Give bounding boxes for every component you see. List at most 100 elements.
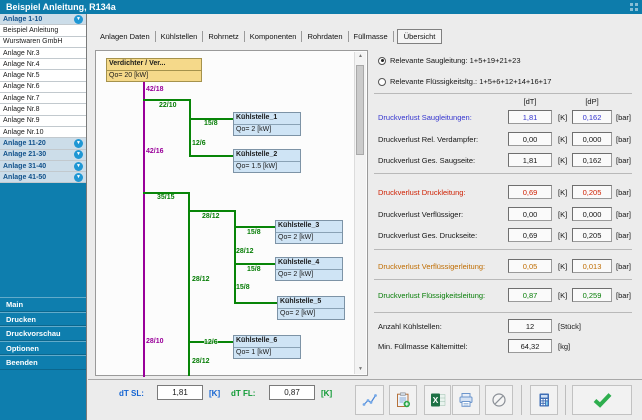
- report-button[interactable]: [389, 385, 417, 415]
- radio-relevante-fluessigkeitsltg[interactable]: Relevante Flüssigkeitsltg.: 1+5+6+12+14+…: [378, 77, 551, 86]
- tab-anlagen-daten[interactable]: Anlagen Daten: [95, 30, 156, 42]
- cancel-button[interactable]: [485, 385, 513, 415]
- tab-kuehlstellen[interactable]: Kühlstellen: [156, 30, 204, 42]
- radio-selected-icon[interactable]: [378, 56, 386, 65]
- pipe-label: 12/6: [192, 140, 206, 147]
- sidebar-item-beispiel-anleitung[interactable]: Beispiel Anleitung: [0, 25, 86, 37]
- node-kuehlstelle-2[interactable]: Kühlstelle_2 Qo= 1.5 [kW]: [233, 149, 301, 173]
- divider: [374, 93, 632, 94]
- sidebar-menu-druckvorschau[interactable]: Druckvorschau: [0, 326, 86, 341]
- sidebar-menu-main[interactable]: Main: [0, 297, 86, 312]
- node-title: Kühlstelle_5: [278, 297, 344, 309]
- ok-button[interactable]: [572, 385, 632, 415]
- scroll-down-icon[interactable]: ▼: [358, 366, 363, 372]
- node-title: Kühlstelle_6: [234, 336, 300, 348]
- result-row-label: Druckverlust Flüssigkeitsleitung:: [378, 291, 486, 300]
- pipe-label: 12/6: [204, 339, 218, 346]
- expand-icon[interactable]: ▼: [74, 14, 83, 24]
- node-verdichter[interactable]: Verdichter / Ver... Qo= 20 [kW]: [106, 58, 202, 82]
- expand-icon[interactable]: ▼: [74, 138, 83, 148]
- sidebar-item-anlage-11-20[interactable]: Anlage 11-20▼: [0, 138, 86, 150]
- tab-komponenten[interactable]: Komponenten: [245, 30, 303, 42]
- sidebar-item-label: Anlage 31-40: [3, 162, 47, 170]
- scroll-up-icon[interactable]: ▲: [358, 53, 363, 59]
- sidebar-item-anlage-nr9[interactable]: Anlage Nr.9: [0, 115, 86, 127]
- excel-export-button[interactable]: X: [424, 385, 451, 415]
- sidebar-menu-drucken[interactable]: Drucken: [0, 311, 86, 326]
- calculator-button[interactable]: [530, 385, 558, 415]
- sidebar-item-label: Anlage Nr.5: [3, 72, 40, 80]
- pipe-label: 15/8: [236, 284, 250, 291]
- unit-label: [K]: [558, 262, 568, 271]
- node-kuehlstelle-6[interactable]: Kühlstelle_6 Qo= 1 [kW]: [233, 335, 301, 359]
- sidebar-item-anlage-nr4[interactable]: Anlage Nr.4: [0, 59, 86, 71]
- sidebar-item-anlage-31-40[interactable]: Anlage 31-40 ▼: [0, 160, 86, 173]
- tab-rohrdaten[interactable]: Rohrdaten: [302, 30, 349, 42]
- svg-text:X: X: [432, 395, 438, 405]
- chart-button[interactable]: [355, 385, 384, 415]
- clipboard-add-icon: [397, 392, 410, 408]
- dt-sl-input[interactable]: 1,81: [157, 385, 203, 400]
- sidebar-menu-beenden[interactable]: Beenden: [0, 355, 86, 370]
- unit-label: [bar]: [616, 262, 632, 271]
- node-kuehlstelle-5[interactable]: Kühlstelle_5 Qo= 2 [kW]: [277, 296, 345, 320]
- unit-label: [K]: [558, 291, 568, 300]
- result-row-label: Druckverlust Verflüssiger:: [378, 210, 464, 219]
- node-kuehlstelle-4[interactable]: Kühlstelle_4 Qo= 2 [kW]: [275, 257, 343, 281]
- divider: [88, 379, 642, 380]
- sidebar-item-anlage-nr7[interactable]: Anlage Nr.7: [0, 93, 86, 105]
- radio-unselected-icon[interactable]: [378, 77, 386, 86]
- pipe-line: [143, 192, 188, 194]
- sidebar-item-anlage-nr10[interactable]: Anlage Nr.10: [0, 126, 86, 139]
- sidebar-item-label: Anlage 21-30: [3, 151, 47, 159]
- sidebar-item-label: Anlage Nr.6: [3, 83, 40, 91]
- sidebar-item-label: Anlage Nr.3: [3, 49, 40, 57]
- expand-icon[interactable]: ▼: [74, 172, 83, 182]
- divider: [521, 385, 522, 415]
- sidebar-item-anlage-nr6[interactable]: Anlage Nr.6: [0, 81, 86, 94]
- unit-label: [K]: [558, 231, 568, 240]
- divider: [374, 173, 632, 174]
- node-kuehlstelle-1[interactable]: Kühlstelle_1 Qo= 2 [kW]: [233, 112, 301, 136]
- check-icon: [593, 393, 612, 408]
- dt-sl-unit: [K]: [209, 389, 221, 398]
- pipe-label: 42/18: [146, 86, 164, 93]
- sidebar-item-wurstwaren-gmbh[interactable]: Wurstwaren GmbH: [0, 36, 86, 48]
- sidebar-menu-optionen[interactable]: Optionen: [0, 340, 86, 355]
- expand-icon[interactable]: ▼: [74, 150, 83, 160]
- unit-label: [Stück]: [558, 322, 581, 331]
- unit-label: [K]: [558, 210, 568, 219]
- sidebar-item-label: Anlage 41-50: [3, 173, 47, 181]
- sidebar-item-anlage-nr8[interactable]: Anlage Nr.8: [0, 104, 86, 116]
- radio-relevante-saugleitung[interactable]: Relevante Saugleitung: 1+5+19+21+23: [378, 56, 521, 65]
- tab-rohrnetz[interactable]: Rohrnetz: [203, 30, 245, 42]
- sidebar-item-anlage-41-50[interactable]: Anlage 41-50 ▼: [0, 172, 86, 184]
- scrollbar-thumb[interactable]: [356, 65, 364, 155]
- pipe-label: 15/8: [247, 229, 261, 236]
- dt-fl-input[interactable]: 0,87: [269, 385, 315, 400]
- print-button[interactable]: [452, 385, 480, 415]
- summary-value: 12: [508, 319, 552, 333]
- tab-uebersicht[interactable]: Übersicht: [396, 28, 443, 44]
- sidebar-item-anlage-21-30[interactable]: Anlage 21-30 ▼: [0, 149, 86, 161]
- node-kuehlstelle-3[interactable]: Kühlstelle_3 Qo= 2 [kW]: [275, 220, 343, 244]
- tab-strip: Anlagen Daten Kühlstellen Rohrnetz Kompo…: [95, 28, 443, 44]
- results-panel: Relevante Saugleitung: 1+5+19+21+23 Rele…: [368, 50, 642, 378]
- node-capacity: Qo= 20 [kW]: [109, 72, 149, 79]
- sidebar-item-anlage-1-10[interactable]: Anlage 1-10 ▼: [0, 14, 86, 26]
- sidebar-item-anlage-nr3[interactable]: Anlage Nr.3: [0, 47, 86, 60]
- sidebar-item-label: Anlage 1-10: [3, 15, 43, 23]
- result-dt-value: 1,81: [508, 153, 552, 167]
- summary-row-label: Anzahl Kühlstellen:: [378, 322, 442, 331]
- expand-icon[interactable]: ▼: [74, 161, 83, 171]
- tab-fuellmasse[interactable]: Füllmasse: [349, 30, 394, 42]
- node-title: Kühlstelle_2: [234, 150, 300, 162]
- result-dp-value: 0,000: [572, 132, 612, 146]
- vertical-scrollbar[interactable]: ▲ ▼: [354, 52, 366, 374]
- unit-label: [bar]: [616, 291, 632, 300]
- divider: [374, 312, 632, 313]
- sidebar-item-anlage-nr5[interactable]: Anlage Nr.5: [0, 70, 86, 82]
- sidebar-item-label: Wurstwaren GmbH: [3, 38, 63, 46]
- pipe-line: [189, 118, 233, 120]
- node-title: Kühlstelle_3: [276, 221, 342, 233]
